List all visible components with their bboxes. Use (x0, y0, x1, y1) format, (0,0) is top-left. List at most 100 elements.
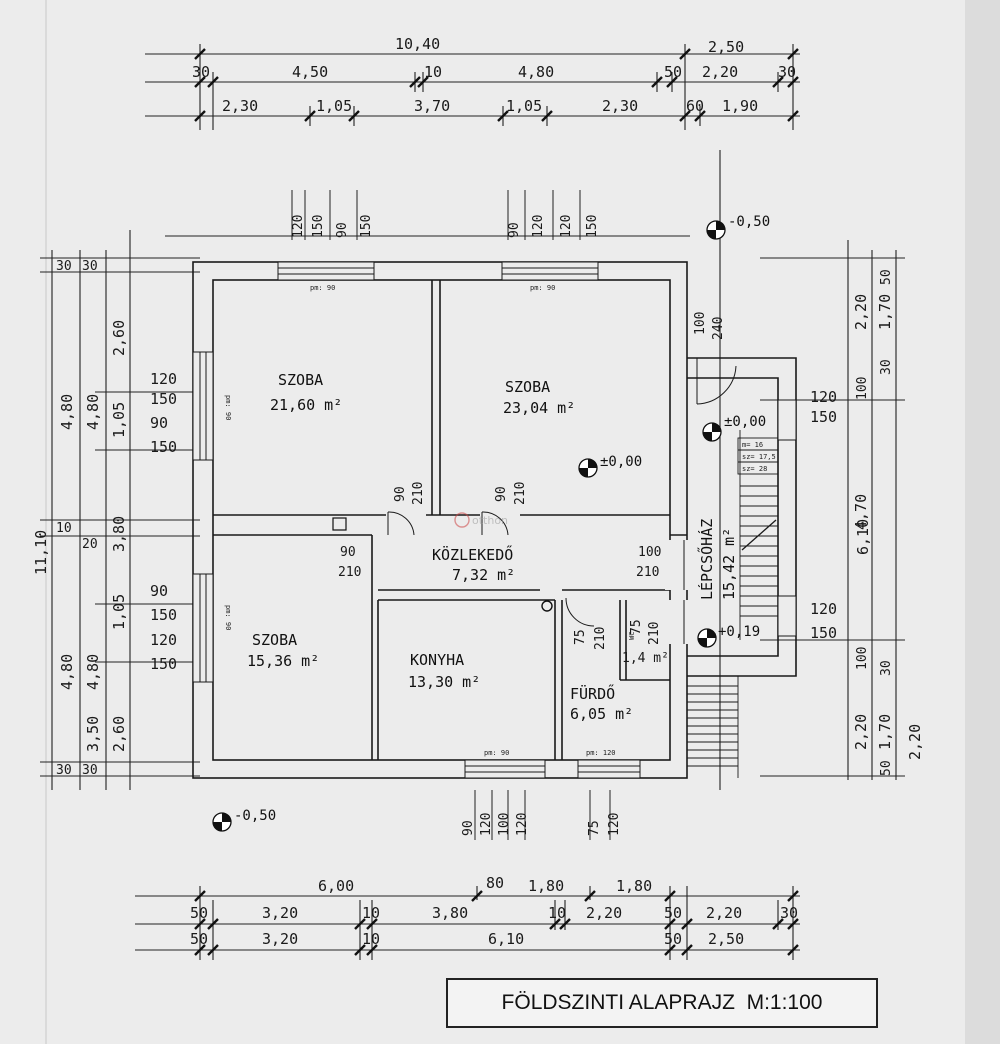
windows (192, 261, 797, 779)
dim-top-r3-b: 1,05 (316, 97, 352, 115)
drain-symbol (541, 600, 553, 612)
paper-edge (965, 0, 1000, 1044)
dim-bot-r1-a: 6,00 (318, 877, 354, 895)
dim-bot-r2-a: 50 (190, 904, 208, 922)
dim-bot-r2-e: 10 (548, 904, 566, 922)
dim-left-mid2-top: 4,80 (84, 394, 102, 430)
dim-w2-c: 120 (559, 215, 574, 238)
dim-w1-c: 90 (335, 222, 350, 238)
window-tag-room1: pm: 90 (310, 284, 335, 292)
dim-left-win-g: 120 (150, 631, 177, 649)
dim-bw-f: 120 (607, 813, 622, 836)
dim-left-small-e: 30 (56, 763, 72, 778)
dim-top-r2-e: 50 (664, 63, 682, 81)
dim-left-win-e: 90 (150, 582, 168, 600)
watermark: otthon (454, 512, 508, 528)
dim-left-win-f: 150 (150, 606, 177, 624)
dim-bw-b: 120 (479, 813, 494, 836)
window-tag-room2: pm: 90 (530, 284, 555, 292)
dim-left-win-b: 150 (150, 390, 177, 408)
room-name-6: FÜRDŐ (570, 683, 615, 703)
dim-right-total: 6,10 (854, 519, 872, 555)
walls (192, 261, 797, 779)
dim-right-win-a: 120 (810, 388, 837, 406)
dim-right-small-a: 50 (879, 269, 894, 285)
dim-right-small-b: 30 (879, 359, 894, 375)
dim-w2-a: 90 (507, 222, 522, 238)
dim-bw-e: 75 (587, 820, 602, 836)
door-dim-d: 210 (513, 482, 528, 505)
dim-bot-r3-e: 50 (664, 930, 682, 948)
room-name-4: KONYHA (410, 651, 464, 669)
level-marker-2 (702, 422, 722, 442)
bottom-window-dims: 90 120 100 120 75 120 (461, 790, 622, 840)
dim-top-r2-b: 4,50 (292, 63, 328, 81)
top-window-dims: 120 150 90 150 90 120 120 150 (165, 190, 690, 240)
dim-bw-c: 100 (497, 813, 512, 836)
dim-top-r2-c: 10 (424, 63, 442, 81)
chimney-symbol (332, 517, 347, 531)
dim-top-r3-e: 2,30 (602, 97, 638, 115)
room-name-8: WC (628, 632, 636, 640)
dim-top-r3-c: 3,70 (414, 97, 450, 115)
dim-right-a: 2,20 (852, 294, 870, 330)
dim-top-stair: 2,50 (708, 38, 744, 56)
window-tag-left1: pm: 90 (224, 395, 232, 420)
door-dim-stair-a: 100 (693, 312, 708, 335)
dim-right-small-c: 100 (855, 377, 870, 400)
window-tag-kitchen: pm: 90 (484, 749, 509, 757)
bottom-dimension-ticks (194, 890, 799, 956)
drawing-title-block: FÖLDSZINTI ALAPRAJZ M:1:100 (446, 978, 878, 1028)
dim-left-mid-bottom: 4,80 (58, 654, 76, 690)
dim-top-r3-a: 2,30 (222, 97, 258, 115)
door-dim-stair-b: 240 (711, 317, 726, 340)
dim-top-r3-d: 1,05 (506, 97, 542, 115)
dim-right-b: 1,70 (876, 294, 894, 330)
dim-left-in-b: 1,05 (110, 402, 128, 438)
dim-right-small-f: 50 (879, 760, 894, 776)
dim-right-win-b: 150 (810, 408, 837, 426)
dim-right-win-c: 120 (810, 600, 837, 618)
dim-bot-r2-d: 3,80 (432, 904, 468, 922)
dim-left-mid2-bottom: 4,80 (84, 654, 102, 690)
room-area-8: 1,4 m² (622, 651, 669, 666)
dim-right-d: 2,20 (852, 714, 870, 750)
level-label-4: +0,19 (718, 624, 760, 640)
bottom-dimension-lines (135, 886, 800, 960)
dim-bot-r3-f: 2,50 (708, 930, 744, 948)
dim-left-win-h: 150 (150, 655, 177, 673)
dim-w1-b: 150 (311, 215, 326, 238)
dim-bot-r2-f: 2,20 (586, 904, 622, 922)
level-marker-3 (578, 458, 598, 478)
dim-left-small-a: 30 (56, 259, 72, 274)
dim-bot-r3-b: 3,20 (262, 930, 298, 948)
door-dim-k: 75 (629, 619, 644, 635)
door-dim-g: 100 (638, 545, 661, 560)
dim-bot-r2-i: 30 (780, 904, 798, 922)
dim-top-r3-f: 60 (686, 97, 704, 115)
watermark-logo-icon (454, 512, 470, 528)
dim-top-r2-f: 2,20 (702, 63, 738, 81)
room-name-2: SZOBA (505, 378, 550, 396)
room-area-4: 13,30 m² (408, 673, 480, 691)
dim-left-win-d: 150 (150, 438, 177, 456)
dim-left-in-d: 1,05 (110, 594, 128, 630)
door-dim-e: 90 (340, 545, 356, 560)
drawing-title: FÖLDSZINTI ALAPRAJZ M:1:100 (501, 991, 823, 1014)
stair-tag-c: sz= 28 (742, 465, 767, 473)
dim-top-r3-g: 1,90 (722, 97, 758, 115)
dim-top-r2-a: 30 (192, 63, 210, 81)
dim-left-total: 11,10 (32, 530, 50, 575)
door-dim-f: 210 (338, 565, 361, 580)
doors (386, 358, 737, 644)
dim-right-e: 1,70 (876, 714, 894, 750)
dim-right-c: 4,70 (852, 494, 870, 530)
dim-bot-r2-c: 10 (362, 904, 380, 922)
watermark-text: otthon (472, 514, 508, 527)
dim-w2-b: 120 (531, 215, 546, 238)
window-tag-bath: pm: 120 (586, 749, 616, 757)
dim-left-in-f: 2,60 (110, 716, 128, 752)
dim-bot-r3-d: 6,10 (488, 930, 524, 948)
room-area-3: 15,36 m² (247, 652, 319, 670)
